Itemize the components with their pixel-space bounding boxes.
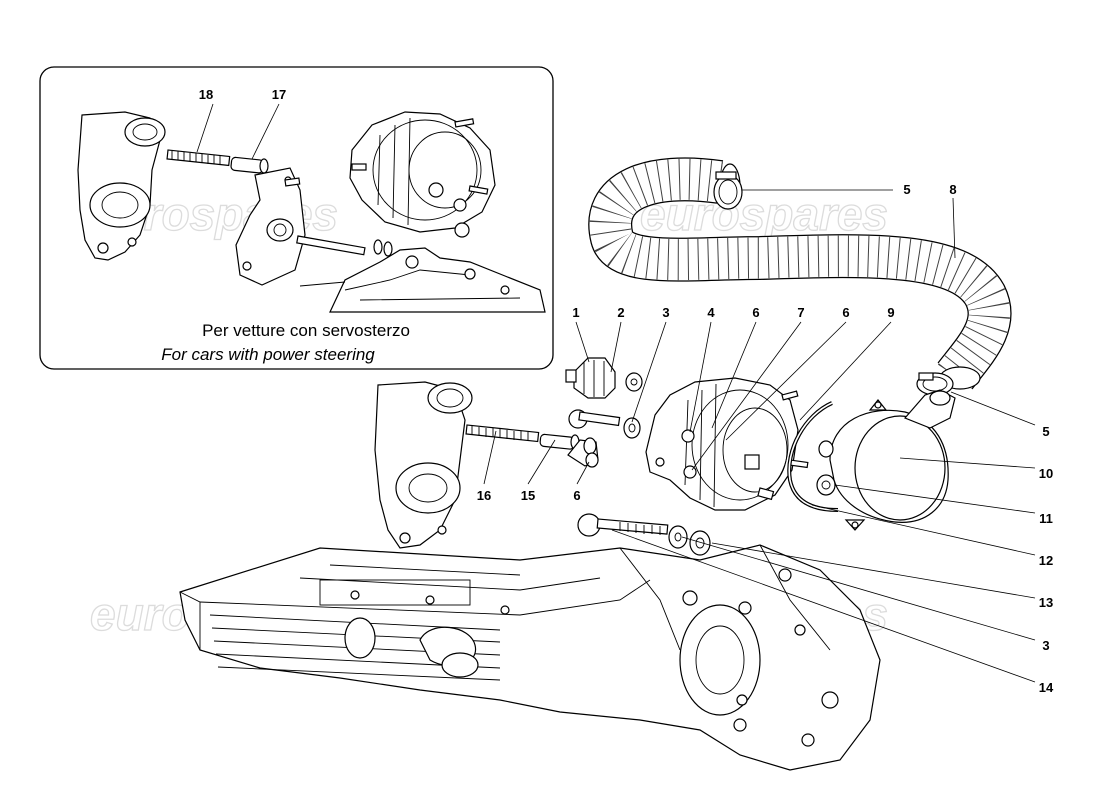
- inset-spacer-17: [230, 156, 269, 174]
- hose-clamp-5-top: [713, 171, 743, 210]
- engine-block: [179, 544, 881, 771]
- callout-1: 1: [572, 305, 579, 320]
- callout-18: 18: [199, 87, 213, 102]
- callout-3: 3: [662, 305, 669, 320]
- callout-12: 12: [1039, 553, 1053, 568]
- callout-6: 6: [573, 488, 580, 503]
- long-bolt-14: [577, 513, 711, 556]
- inset-stud-18: [166, 149, 231, 167]
- inset-caption-english: For cars with power steering: [161, 345, 375, 364]
- spacer-15: [539, 433, 580, 450]
- inset-caption-italian: Per vetture con servosterzo: [202, 321, 410, 340]
- callout-8: 8: [949, 182, 956, 197]
- water-pump-housing: [374, 381, 473, 549]
- callout-labels: 5 8 1 2 3 4 6 7 6 9 5 10 11 12 13 3 14 1…: [477, 182, 1054, 695]
- inset-alternator: [349, 111, 496, 238]
- stud-16: [465, 424, 540, 443]
- inset-bracket: [235, 167, 306, 286]
- alternator: [645, 377, 809, 511]
- cable-9: [787, 401, 839, 512]
- callout-6: 6: [752, 305, 759, 320]
- power-steering-inset: 18 17 Per vetture con servosterzo For ca…: [39, 66, 554, 370]
- callout-17: 17: [272, 87, 286, 102]
- fastener-6: [567, 437, 599, 468]
- callout-13: 13: [1039, 595, 1053, 610]
- callout-5: 5: [1042, 424, 1049, 439]
- callout-leaders: [483, 189, 1036, 683]
- callout-11: 11: [1039, 511, 1053, 526]
- nut-2: [625, 372, 643, 392]
- inset-bolt: [296, 235, 393, 257]
- callout-14: 14: [1039, 680, 1054, 695]
- inset-engine-block: [299, 247, 546, 313]
- callout-2: 2: [617, 305, 624, 320]
- callout-9: 9: [887, 305, 894, 320]
- callout-10: 10: [1039, 466, 1053, 481]
- filter-canister-10: [829, 389, 956, 531]
- callout-16: 16: [477, 488, 491, 503]
- callout-6: 6: [842, 305, 849, 320]
- callout-7: 7: [797, 305, 804, 320]
- callout-3: 3: [1042, 638, 1049, 653]
- callout-5: 5: [903, 182, 910, 197]
- callout-4: 4: [707, 305, 715, 320]
- bolt-3: [568, 409, 641, 439]
- fitting-1: [565, 357, 616, 399]
- inset-water-pump: [77, 111, 166, 261]
- callout-15: 15: [521, 488, 535, 503]
